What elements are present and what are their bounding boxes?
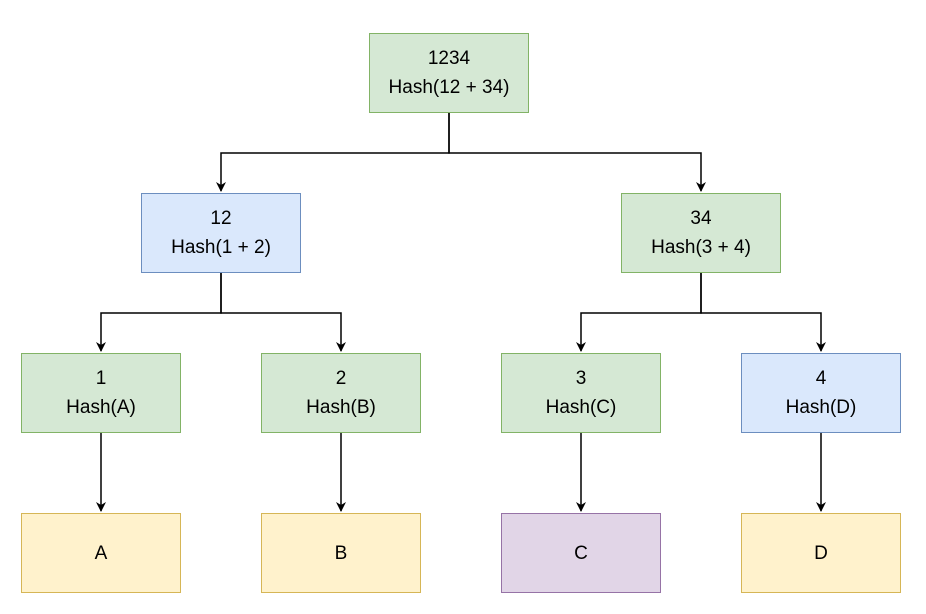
leaf-label: C: [574, 542, 588, 564]
node-id-label: 12: [210, 208, 232, 229]
leaf-label: A: [94, 542, 108, 564]
node-id-label: 1: [95, 368, 107, 389]
edge-root-to-12: [216, 113, 450, 192]
edge-34-to-3: [576, 273, 702, 352]
leaf-label: B: [334, 542, 348, 564]
edge-12-to-1: [96, 273, 222, 352]
node-id-label: 3: [575, 368, 587, 389]
edge-12-to-2: [220, 273, 346, 352]
node-hash-label: Hash(1 + 2): [171, 237, 271, 258]
edge-34-to-4: [700, 273, 826, 352]
node-root-1234: 1234 Hash(12 + 34): [369, 33, 529, 113]
node-hash-label: Hash(C): [545, 397, 617, 418]
leaf-a: A: [21, 513, 181, 593]
leaf-c: C: [501, 513, 661, 593]
leaf-b: B: [261, 513, 421, 593]
node-id-label: 34: [690, 208, 712, 229]
node-hash-label: Hash(3 + 4): [651, 237, 751, 258]
node-1: 1 Hash(A): [21, 353, 181, 433]
node-34: 34 Hash(3 + 4): [621, 193, 781, 273]
node-12: 12 Hash(1 + 2): [141, 193, 301, 273]
node-id-label: 4: [815, 368, 827, 389]
node-3: 3 Hash(C): [501, 353, 661, 433]
node-4: 4 Hash(D): [741, 353, 901, 433]
node-id-label: 1234: [427, 48, 471, 69]
node-hash-label: Hash(12 + 34): [388, 77, 510, 98]
node-hash-label: Hash(A): [66, 397, 136, 418]
node-hash-label: Hash(D): [785, 397, 857, 418]
node-hash-label: Hash(B): [306, 397, 376, 418]
leaf-d: D: [741, 513, 901, 593]
leaf-label: D: [814, 542, 828, 564]
edge-root-to-34: [448, 113, 706, 192]
node-2: 2 Hash(B): [261, 353, 421, 433]
node-id-label: 2: [335, 368, 347, 389]
